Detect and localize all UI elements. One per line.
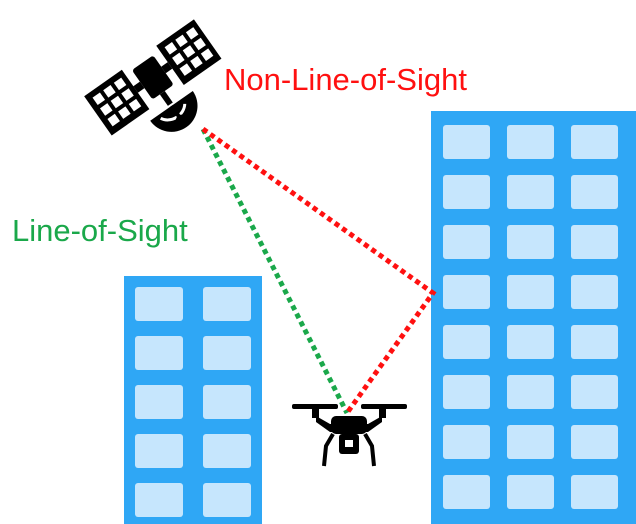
los-label: Line-of-Sight (12, 213, 188, 248)
window (571, 325, 618, 359)
building-right (431, 111, 636, 524)
building-right-body (431, 111, 636, 524)
window (135, 385, 183, 419)
nlos-label: Non-Line-of-Sight (224, 62, 467, 97)
window (571, 425, 618, 459)
building-left-windows (135, 287, 251, 517)
window (507, 425, 554, 459)
window (203, 336, 251, 370)
window (135, 336, 183, 370)
window (571, 175, 618, 209)
window (203, 434, 251, 468)
window (135, 434, 183, 468)
window (443, 475, 490, 509)
window (203, 287, 251, 321)
window (443, 125, 490, 159)
window (443, 275, 490, 309)
window (507, 275, 554, 309)
window (571, 275, 618, 309)
building-left (124, 276, 262, 524)
nlos-line (201, 126, 437, 415)
window (443, 175, 490, 209)
window (507, 175, 554, 209)
window (443, 225, 490, 259)
window (135, 483, 183, 517)
window (203, 483, 251, 517)
window (507, 375, 554, 409)
window (203, 385, 251, 419)
satellite-icon (84, 19, 222, 136)
window (571, 125, 618, 159)
window (571, 475, 618, 509)
window (135, 287, 183, 321)
window (443, 325, 490, 359)
window (507, 125, 554, 159)
window (443, 425, 490, 459)
los-path (200, 127, 350, 415)
window (443, 375, 490, 409)
nlos-path (201, 126, 437, 415)
window (571, 375, 618, 409)
los-line (200, 127, 350, 415)
window (507, 475, 554, 509)
drone-icon (292, 404, 407, 467)
building-right-windows (443, 125, 618, 509)
window (571, 225, 618, 259)
window (507, 225, 554, 259)
window (507, 325, 554, 359)
